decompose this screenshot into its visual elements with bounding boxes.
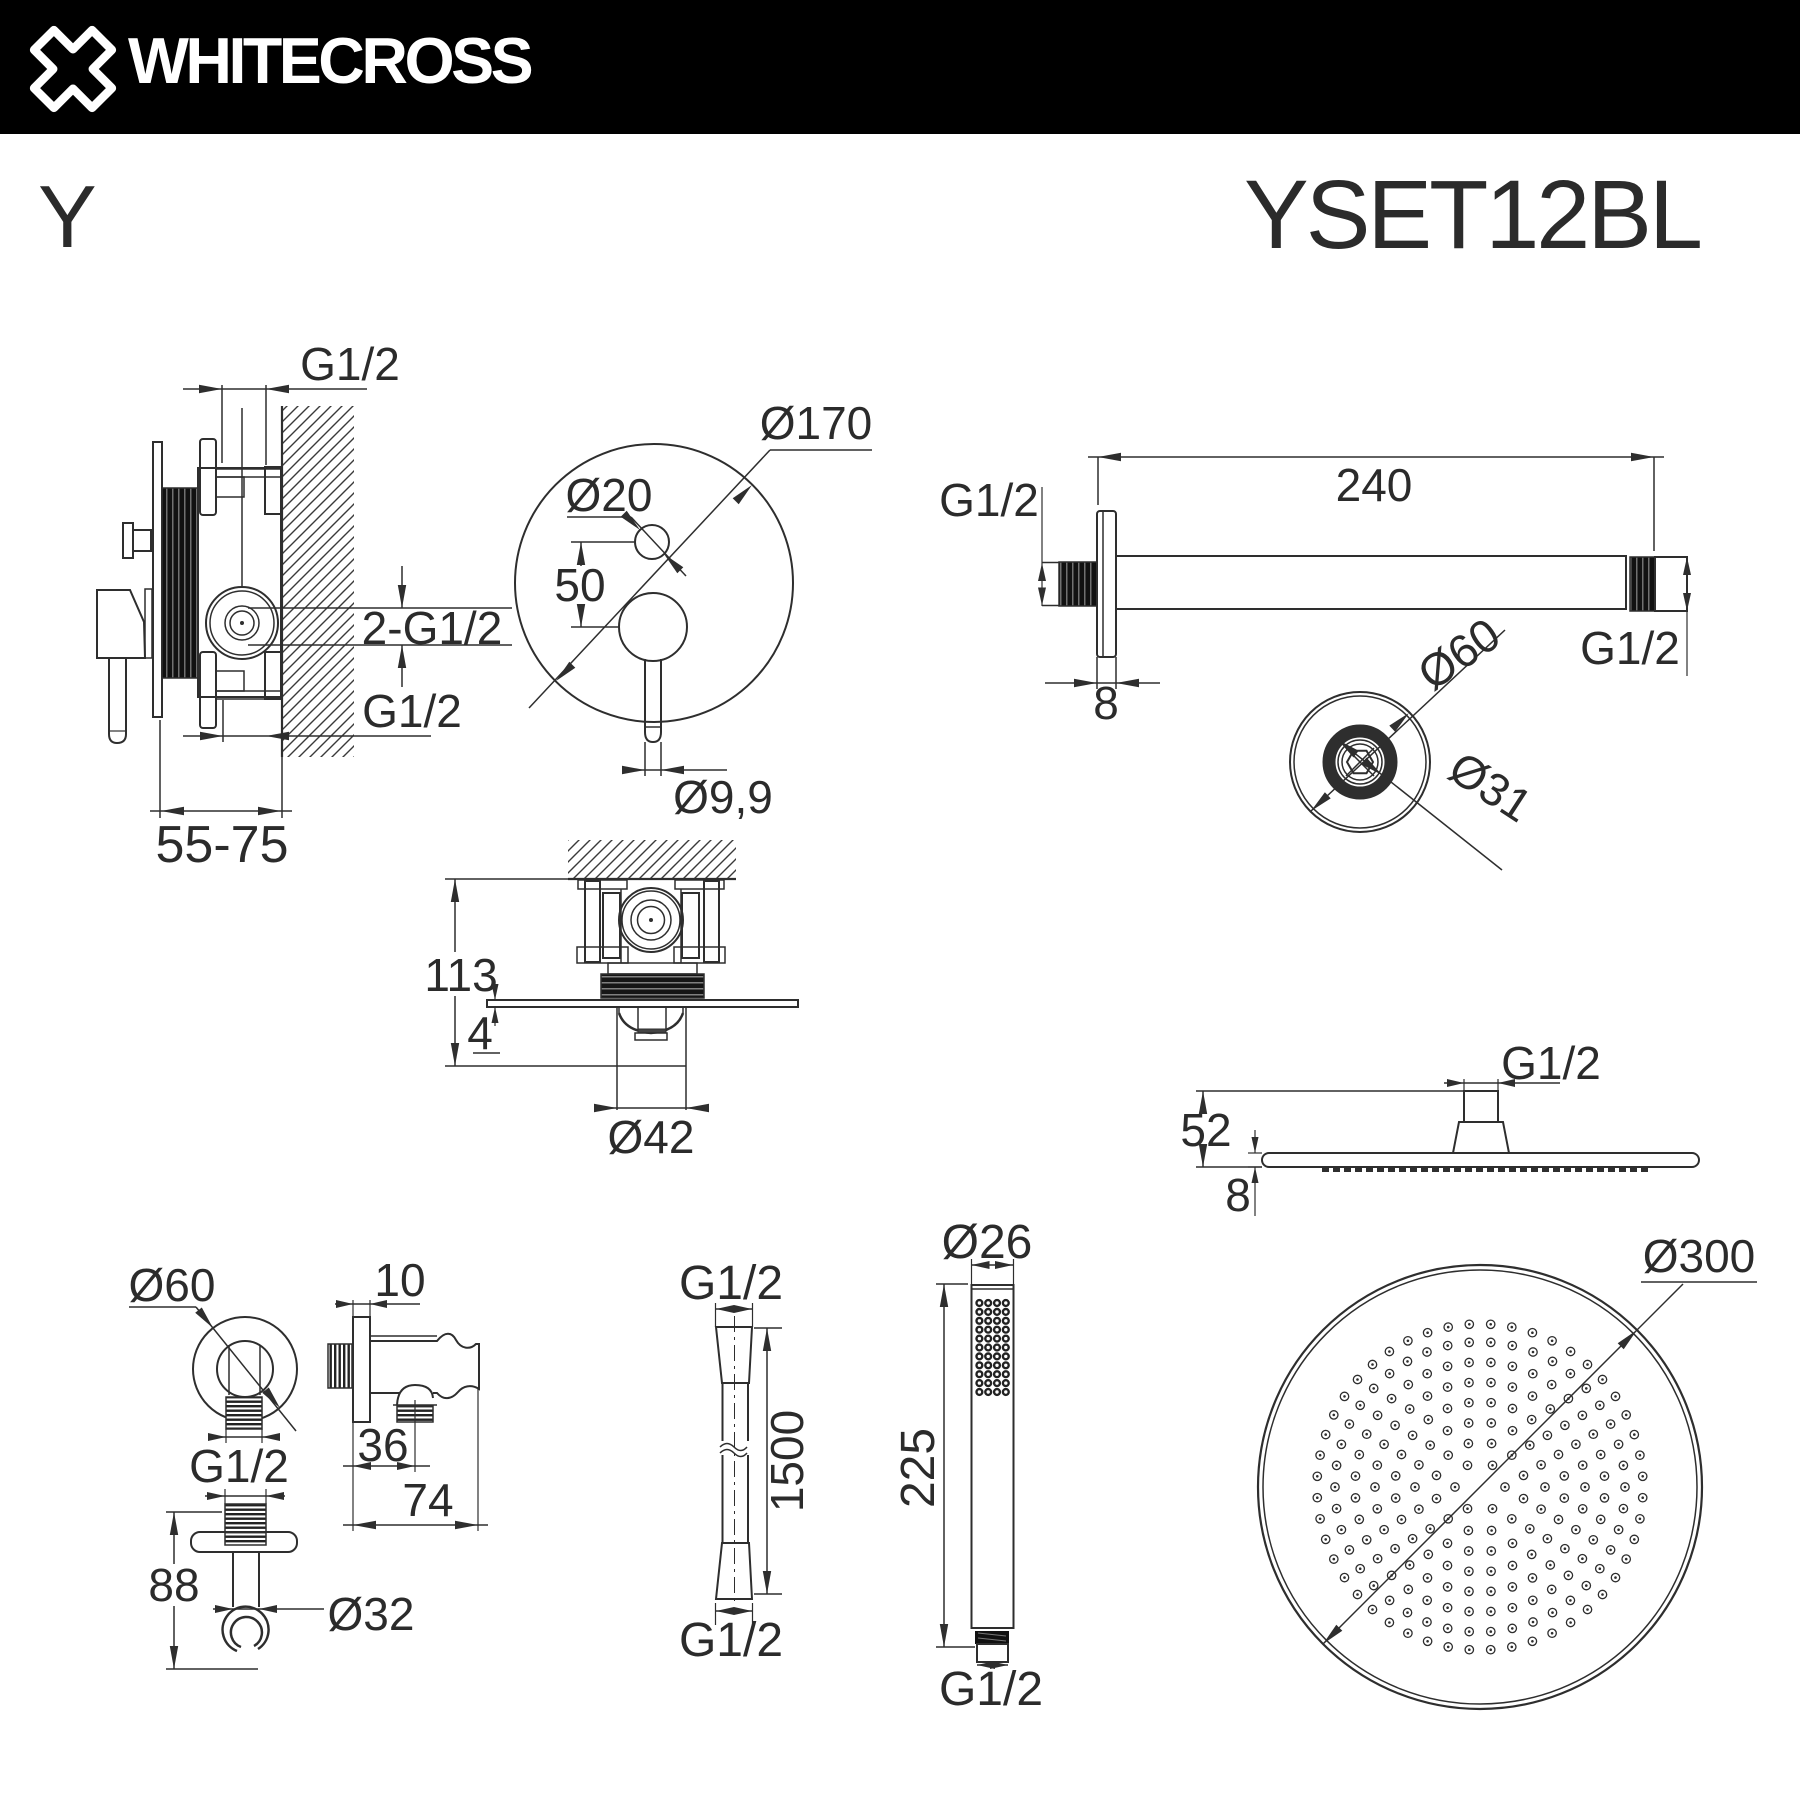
svg-text:4: 4 — [467, 1007, 493, 1059]
svg-text:Ø42: Ø42 — [608, 1111, 695, 1163]
svg-text:G1/2: G1/2 — [679, 1257, 783, 1310]
svg-text:74: 74 — [402, 1474, 453, 1526]
svg-text:1500: 1500 — [761, 1410, 813, 1512]
svg-text:Ø60: Ø60 — [129, 1259, 216, 1311]
svg-text:G1/2: G1/2 — [679, 1614, 783, 1667]
svg-text:8: 8 — [1093, 677, 1119, 729]
svg-text:113: 113 — [424, 949, 497, 1001]
svg-text:G1/2: G1/2 — [939, 1663, 1043, 1716]
svg-text:G1/2: G1/2 — [1501, 1037, 1601, 1089]
svg-text:88: 88 — [148, 1559, 199, 1611]
svg-text:Ø26: Ø26 — [942, 1216, 1033, 1269]
svg-text:55-75: 55-75 — [156, 816, 289, 874]
svg-text:YSET12BL: YSET12BL — [1244, 160, 1700, 269]
svg-text:36: 36 — [357, 1419, 408, 1471]
svg-text:Ø300: Ø300 — [1643, 1230, 1756, 1282]
svg-text:G1/2: G1/2 — [300, 338, 400, 390]
svg-text:225: 225 — [892, 1428, 945, 1508]
svg-text:WHITECROSS: WHITECROSS — [128, 25, 532, 97]
svg-text:G1/2: G1/2 — [189, 1440, 289, 1492]
svg-text:240: 240 — [1336, 459, 1413, 511]
svg-text:G1/2: G1/2 — [1580, 622, 1680, 674]
svg-text:Ø9,9: Ø9,9 — [673, 771, 773, 823]
svg-text:Ø170: Ø170 — [760, 397, 873, 449]
svg-text:Y: Y — [38, 167, 97, 266]
svg-text:G1/2: G1/2 — [362, 685, 462, 737]
svg-text:G1/2: G1/2 — [939, 474, 1039, 526]
svg-text:8: 8 — [1225, 1169, 1251, 1221]
svg-text:Ø32: Ø32 — [328, 1588, 415, 1640]
svg-text:2-G1/2: 2-G1/2 — [362, 602, 503, 654]
svg-text:50: 50 — [554, 559, 605, 611]
svg-text:Ø20: Ø20 — [566, 469, 653, 521]
svg-text:10: 10 — [374, 1254, 425, 1306]
